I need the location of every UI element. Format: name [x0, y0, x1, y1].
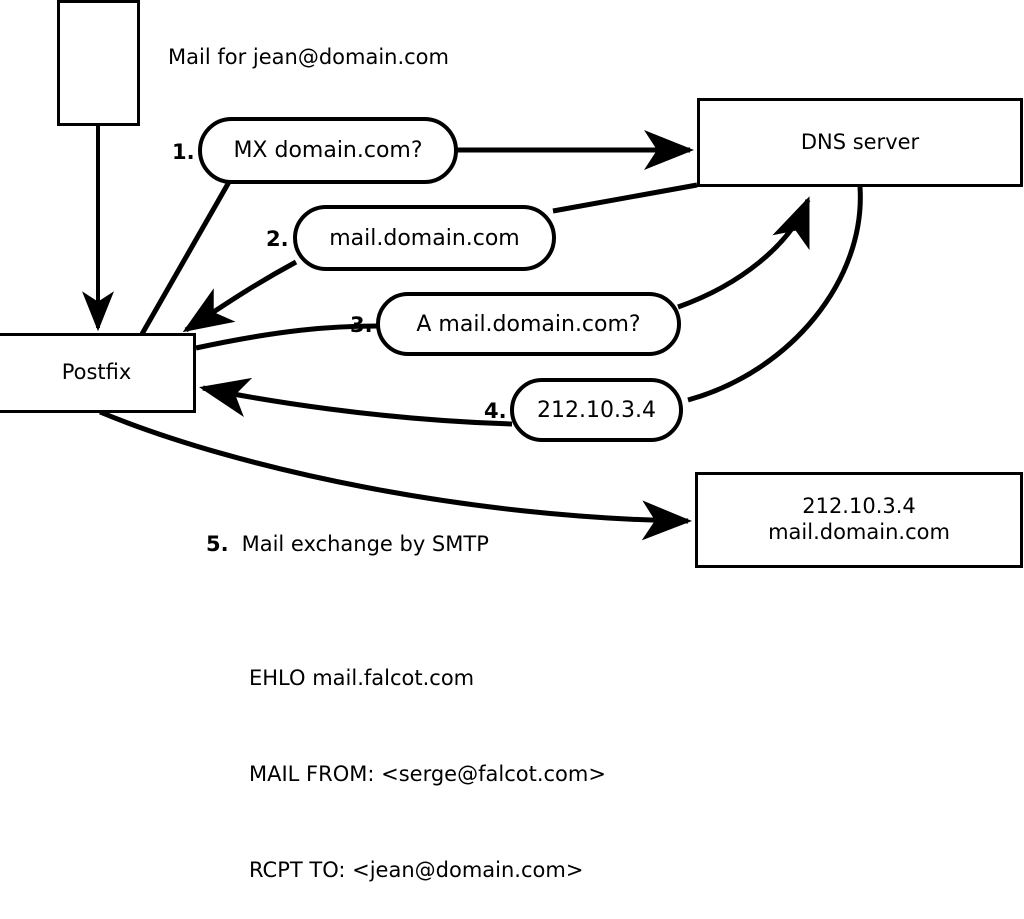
dns-server-box-label: DNS server — [800, 129, 920, 154]
step-2-label: mail.domain.com — [329, 225, 520, 251]
step-4-label: 212.10.3.4 — [537, 397, 656, 423]
step-5-smtp-label: 5. Mail exchange by SMTP — [206, 532, 489, 556]
step-3-label: A mail.domain.com? — [416, 311, 641, 337]
step-4-bubble: 212.10.3.4 — [510, 378, 683, 442]
connector-dns-to-step4 — [687, 186, 863, 403]
connector-step3-to-dns — [677, 196, 811, 310]
step-2-number: 2. — [266, 227, 289, 251]
connector-postfix-to-step3 — [195, 323, 380, 351]
step-5-number: 5. — [206, 532, 229, 556]
connector-step1-tail-postfix — [139, 180, 232, 336]
dns-server-box: DNS server — [697, 98, 1023, 187]
step-1-bubble: MX domain.com? — [198, 117, 458, 184]
step-4-number: 4. — [484, 399, 507, 423]
postfix-box-label: Postfix — [61, 360, 132, 385]
connector-postfix-to-mail-server — [99, 409, 692, 541]
smtp-transcript: EHLO mail.falcot.com MAIL FROM: <serge@f… — [249, 598, 606, 919]
mail-server-box: 212.10.3.4 mail.domain.com — [695, 472, 1023, 568]
page-title: Mail for jean@domain.com — [168, 45, 449, 69]
mail-server-hostname: mail.domain.com — [768, 520, 950, 544]
transcript-line: EHLO mail.falcot.com — [249, 666, 475, 690]
step-2-bubble: mail.domain.com — [293, 205, 556, 271]
step-1-number: 1. — [172, 140, 195, 164]
connector-step4-to-postfix — [199, 377, 513, 427]
transcript-line: MAIL FROM: <serge@falcot.com> — [249, 762, 606, 786]
mail-server-ip: 212.10.3.4 — [802, 494, 916, 519]
connector-step2-to-postfix — [182, 259, 298, 333]
step-5-label: Mail exchange by SMTP — [241, 532, 489, 556]
transcript-line: RCPT TO: <jean@domain.com> — [249, 858, 584, 882]
step-1-label: MX domain.com? — [233, 138, 423, 163]
step-3-bubble: A mail.domain.com? — [376, 292, 681, 356]
step-3-number: 3. — [350, 313, 373, 337]
postfix-box: Postfix — [0, 333, 196, 413]
connector-dns-to-step2 — [552, 182, 698, 214]
sender-box — [57, 0, 140, 126]
